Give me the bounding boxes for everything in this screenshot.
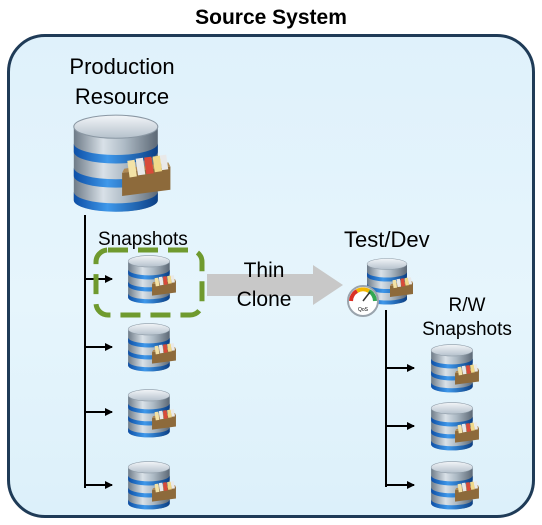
rw-label-line1: R/W	[448, 295, 486, 316]
production-database-icon	[73, 114, 172, 213]
thin-clone-label: Thin Clone	[224, 256, 304, 314]
qos-gauge-icon: QoS	[347, 285, 379, 317]
snapshot-database-icon	[127, 255, 177, 304]
production-label-line1: Production	[69, 54, 175, 79]
snapshot-database-icon	[127, 323, 177, 372]
selected-snapshot-highlight	[93, 247, 205, 318]
rw-snapshots-label: R/W Snapshots	[412, 294, 522, 342]
snapshot-database-icon	[127, 461, 177, 510]
thin-clone-line1: Thin	[243, 259, 285, 282]
qos-badge-text: QoS	[358, 307, 369, 313]
rw-snapshot-database-icon	[430, 344, 480, 393]
production-label-line2: Resource	[74, 84, 170, 109]
rw-snapshot-database-icon	[430, 461, 480, 510]
diagram-title: Source System	[195, 6, 347, 29]
rw-snapshot-database-icon	[430, 402, 480, 451]
snapshot-database-icon	[127, 389, 177, 438]
production-resource-label: Production Resource	[52, 52, 192, 112]
thin-clone-arrow	[207, 265, 343, 305]
thin-clone-line2: Clone	[236, 288, 292, 311]
testdev-label: Test/Dev	[344, 227, 430, 252]
snapshots-label: Snapshots	[98, 229, 188, 250]
rw-label-line2: Snapshots	[422, 319, 512, 340]
